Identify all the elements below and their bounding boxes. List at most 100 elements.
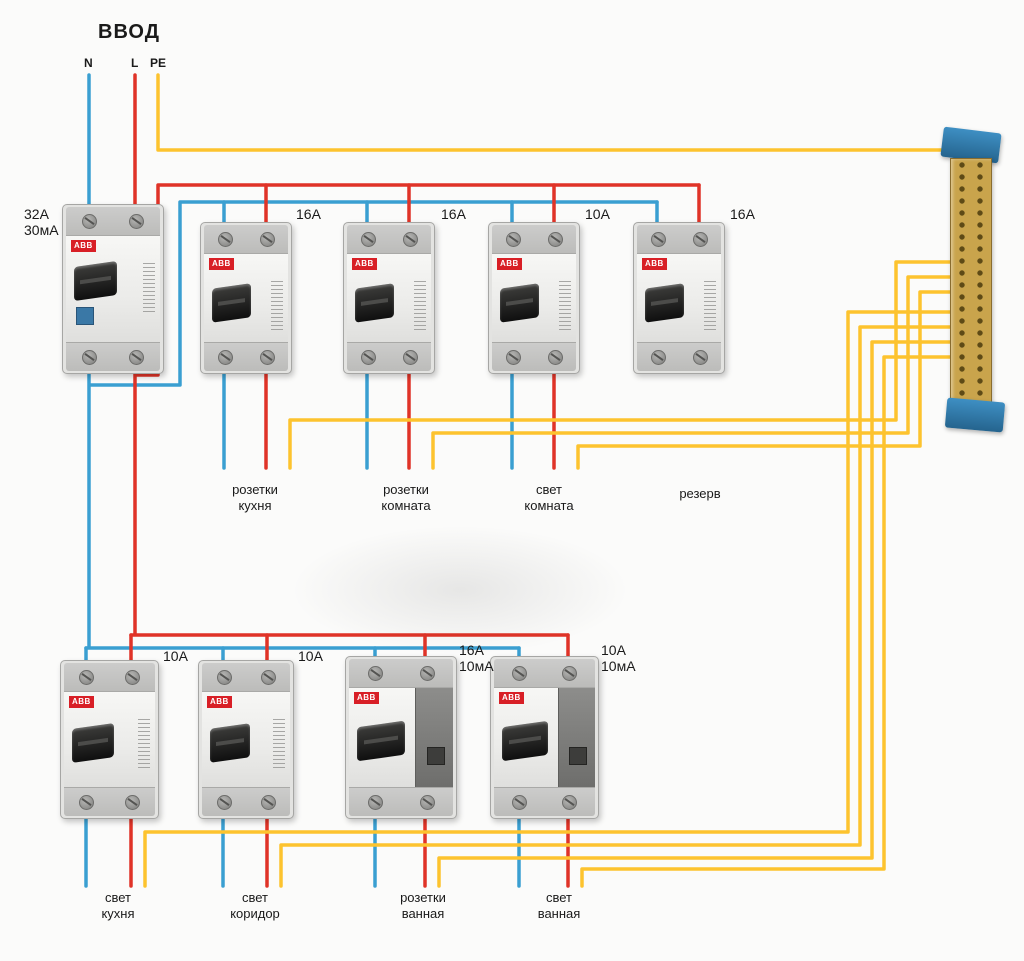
differential-module	[414, 688, 453, 787]
circuit-label: свет комната	[507, 482, 591, 514]
switch-lever	[645, 282, 684, 323]
rcbo-sockets-bathroom: ABB	[345, 656, 457, 819]
abb-logo: ABB	[497, 258, 522, 270]
pe-busbar	[928, 126, 1024, 433]
terminal-screw	[692, 231, 708, 247]
terminal-screw	[402, 349, 418, 365]
breaker-rating: 10А	[163, 648, 188, 664]
breaker-face: ABB	[494, 688, 595, 787]
terminal-screw	[547, 349, 563, 365]
mcb-sockets-room: ABB	[343, 222, 435, 374]
differential-module	[557, 688, 595, 787]
terminal-screw	[367, 665, 383, 681]
terminal-screw	[217, 349, 233, 365]
abb-logo: ABB	[352, 258, 377, 270]
barcode	[273, 716, 285, 768]
photo-shadow	[290, 525, 630, 655]
circuit-label-line: свет	[545, 890, 572, 905]
breaker-face: ABB	[349, 688, 453, 787]
abb-logo: ABB	[209, 258, 234, 270]
output-terminals	[64, 787, 155, 816]
barcode	[559, 278, 571, 330]
terminal-screw	[79, 669, 95, 685]
abb-logo: ABB	[71, 240, 96, 252]
terminal-screw	[260, 669, 276, 685]
circuit-label: розетки комната	[364, 482, 448, 514]
breaker-rating: 10А 10мА	[601, 642, 636, 674]
terminal-screw	[650, 349, 666, 365]
terminal-screw	[505, 349, 521, 365]
input-terminals	[204, 225, 288, 254]
terminal-screw	[360, 231, 376, 247]
feed-label-pe: PE	[150, 56, 167, 70]
feed-label-n: N	[84, 56, 93, 70]
terminal-screw	[129, 213, 144, 229]
circuit-label: свет коридор	[213, 890, 297, 922]
test-button	[426, 747, 445, 766]
rating-line: 10А	[601, 642, 626, 658]
terminal-screw	[216, 669, 232, 685]
terminal-screw	[547, 231, 563, 247]
barcode	[143, 260, 155, 312]
main-rating-line: 32А	[24, 206, 49, 222]
terminal-screw	[650, 231, 666, 247]
breaker-face: ABB	[204, 254, 288, 342]
rating-line: 10А	[163, 648, 188, 664]
breaker-face: ABB	[202, 692, 290, 787]
circuit-label-line: розетки	[232, 482, 278, 497]
breaker-rating: 10А	[585, 206, 610, 222]
input-terminals	[494, 659, 595, 688]
abb-logo: ABB	[642, 258, 667, 270]
terminal-screw	[217, 231, 233, 247]
main-leakage-line: 30мА	[24, 222, 59, 238]
terminal-screw	[402, 231, 418, 247]
switch-lever	[212, 282, 251, 323]
rating-line: 16А	[459, 642, 484, 658]
barcode	[138, 716, 150, 768]
input-terminals	[492, 225, 576, 254]
terminal-screw	[562, 794, 578, 810]
terminal-screw	[360, 349, 376, 365]
abb-logo: ABB	[499, 692, 524, 704]
main-breaker-rating: 32А 30мА	[24, 206, 76, 238]
breaker-rating: 16А	[296, 206, 321, 222]
circuit-label-line: кухня	[238, 498, 272, 513]
output-terminals	[66, 342, 160, 371]
test-button	[76, 307, 94, 326]
breaker-rating: 16А 10мА	[459, 642, 494, 674]
rating-line: 10А	[298, 648, 323, 664]
page-title: ВВОД	[98, 21, 160, 43]
wire-neutral-drops	[84, 200, 659, 670]
feed-label-l: L	[131, 56, 139, 70]
barcode	[414, 278, 426, 330]
input-terminals	[347, 225, 431, 254]
mcb-sockets-kitchen: ABB	[200, 222, 292, 374]
switch-lever	[502, 720, 549, 761]
wire-earth-circuits	[143, 260, 952, 888]
terminal-screw	[511, 665, 527, 681]
output-terminals	[204, 342, 288, 371]
terminal-screw	[82, 213, 97, 229]
switch-lever	[74, 260, 118, 301]
output-terminals	[347, 342, 431, 371]
terminal-screw	[505, 231, 521, 247]
output-terminals	[492, 342, 576, 371]
circuit-label: резерв	[658, 486, 742, 502]
terminal-screw	[79, 794, 95, 810]
circuit-label: розетки кухня	[213, 482, 297, 514]
output-terminals	[637, 342, 721, 371]
busbar-bracket-bottom	[944, 397, 1006, 433]
mcb-light-corridor: ABB	[198, 660, 294, 819]
output-terminals	[349, 787, 453, 816]
circuit-label-line: комната	[381, 498, 431, 513]
circuit-label: свет кухня	[76, 890, 160, 922]
circuit-label-line: ванная	[537, 906, 581, 921]
terminal-screw	[419, 794, 435, 810]
terminal-screw	[82, 349, 97, 365]
rcbo-light-bathroom: ABB	[490, 656, 599, 819]
terminal-screw	[259, 231, 275, 247]
input-terminals	[66, 207, 160, 236]
terminal-screw	[562, 665, 578, 681]
barcode	[271, 278, 283, 330]
abb-logo: ABB	[69, 696, 94, 708]
